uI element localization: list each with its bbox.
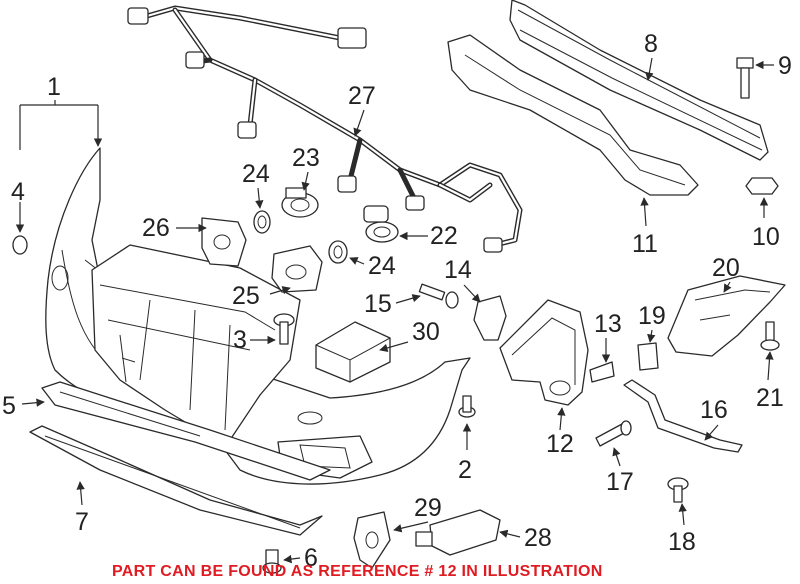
parking-sensor-22 bbox=[363, 205, 399, 243]
callout-3: 3 bbox=[233, 326, 247, 354]
callout-24a: 24 bbox=[242, 160, 270, 188]
support-bracket-12 bbox=[499, 299, 589, 406]
sensor-ring-24a bbox=[253, 210, 271, 234]
control-module-30 bbox=[315, 321, 391, 383]
clip-19 bbox=[637, 342, 659, 371]
callout-18: 18 bbox=[668, 528, 696, 556]
ring-4 bbox=[12, 235, 28, 255]
callout-14: 14 bbox=[444, 256, 472, 284]
callout-15: 15 bbox=[364, 290, 392, 318]
callout-19: 19 bbox=[638, 302, 666, 330]
rivet-17 bbox=[595, 420, 632, 447]
callout-17: 17 bbox=[606, 468, 634, 496]
callout-23: 23 bbox=[292, 144, 320, 172]
callout-30: 30 bbox=[412, 318, 440, 346]
sensor-28 bbox=[415, 509, 501, 556]
screw-18 bbox=[667, 477, 689, 503]
pin-15 bbox=[418, 283, 459, 309]
parking-sensor-23 bbox=[281, 187, 319, 218]
lower-grille-strip bbox=[41, 381, 331, 481]
bumper-cover bbox=[45, 147, 471, 485]
leader-lines bbox=[15, 57, 774, 564]
callout-4: 4 bbox=[11, 178, 25, 206]
sensor-ring-24b bbox=[328, 240, 348, 264]
callout-11: 11 bbox=[632, 230, 658, 258]
side-bracket-20 bbox=[667, 275, 786, 357]
callout-27: 27 bbox=[348, 82, 376, 110]
callout-29: 29 bbox=[414, 494, 442, 522]
screw-3 bbox=[273, 313, 295, 345]
bolt-9 bbox=[736, 57, 754, 99]
callout-10: 10 bbox=[752, 223, 780, 251]
screw-2 bbox=[458, 395, 476, 418]
callout-8: 8 bbox=[644, 30, 658, 58]
nut-10 bbox=[745, 177, 779, 195]
reference-caption: PART CAN BE FOUND AS REFERENCE # 12 IN I… bbox=[112, 563, 603, 580]
bolt-13 bbox=[589, 361, 615, 383]
sensor-bracket-25 bbox=[271, 245, 323, 293]
callout-16: 16 bbox=[700, 396, 728, 424]
callout-26: 26 bbox=[142, 214, 170, 242]
energy-absorber bbox=[447, 34, 699, 196]
callout-5: 5 bbox=[2, 392, 16, 420]
sensor-29 bbox=[353, 511, 391, 569]
callout-25: 25 bbox=[232, 282, 260, 310]
callout-13: 13 bbox=[594, 310, 622, 338]
callout-22: 22 bbox=[430, 222, 458, 250]
callout-2: 2 bbox=[458, 456, 472, 484]
callout-1: 1 bbox=[47, 73, 61, 101]
callout-labels: 1 2 3 4 5 6 7 8 9 10 11 12 13 14 15 16 1… bbox=[2, 30, 792, 572]
screw-21 bbox=[760, 321, 780, 351]
callout-24b: 24 bbox=[368, 252, 396, 280]
callout-9: 9 bbox=[778, 52, 792, 80]
callout-28: 28 bbox=[524, 524, 552, 552]
callout-12: 12 bbox=[546, 430, 574, 458]
callout-20: 20 bbox=[712, 254, 740, 282]
bracket-14 bbox=[473, 295, 507, 341]
screw-6 bbox=[262, 549, 282, 574]
callout-7: 7 bbox=[75, 508, 89, 536]
wiring-harness bbox=[127, 5, 523, 253]
impact-bar bbox=[509, 0, 769, 161]
callout-6: 6 bbox=[304, 544, 318, 572]
sensor-bracket-26 bbox=[201, 217, 247, 267]
callout-21: 21 bbox=[756, 384, 784, 412]
spoiler-strip bbox=[29, 425, 323, 536]
guide-strip-16 bbox=[623, 379, 743, 453]
